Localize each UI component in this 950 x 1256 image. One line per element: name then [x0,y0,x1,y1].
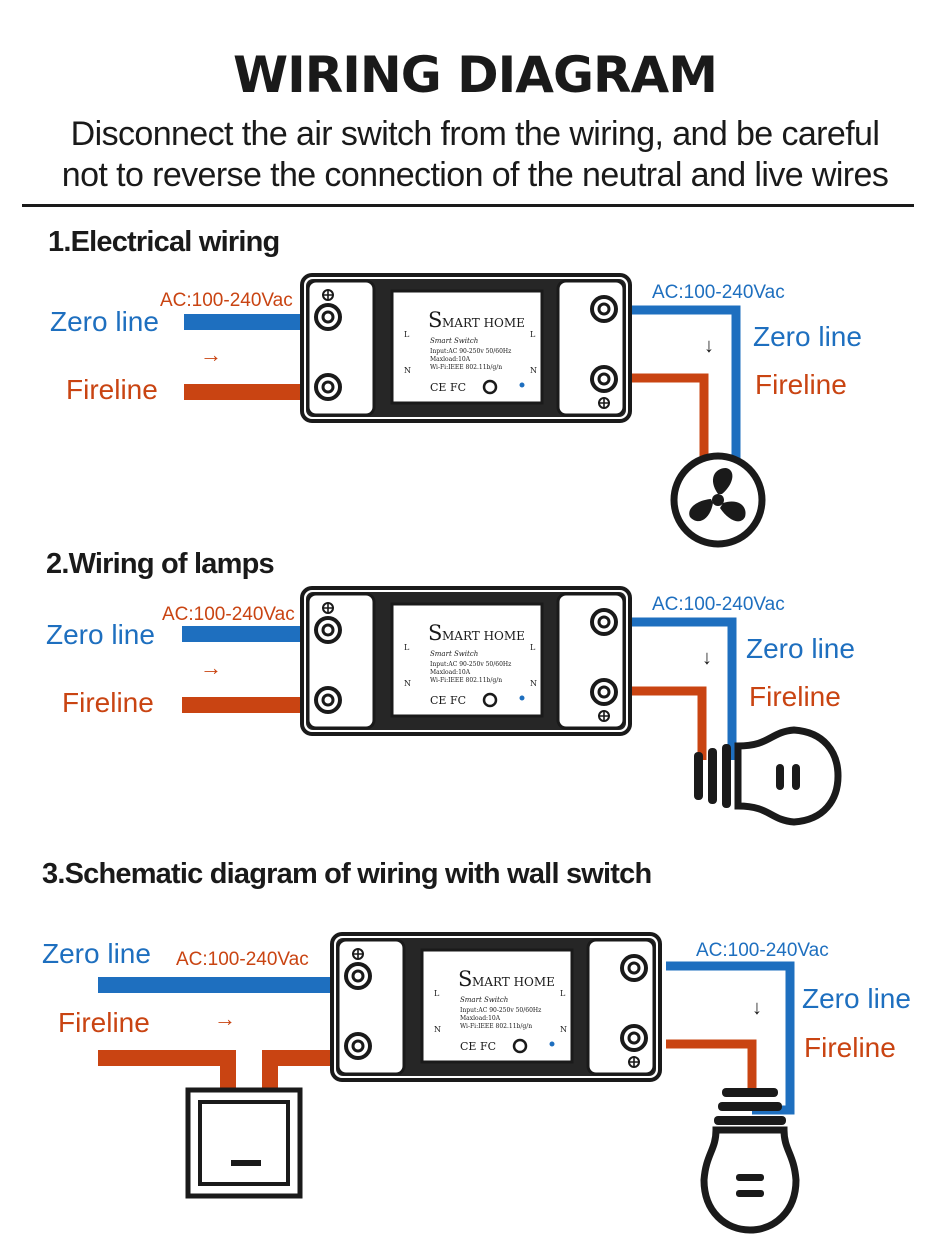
fire-line-switched-wire [262,1050,336,1094]
zero-line-in-wire [98,977,334,993]
pin-n-out: N [560,1025,567,1034]
brand-name: MART HOME [442,629,525,643]
section-2-diagram [182,586,842,826]
pin-n: N [434,1025,441,1034]
fireline-label: Fireline [62,687,154,718]
ac-range-label: AC:100-240Vac [162,604,295,625]
fan-icon [670,452,766,548]
cert-marks: CE FC [430,381,466,394]
device-plate-2: S MART HOME Smart Switch Input:AC 90-250… [404,621,537,708]
zero-line-label: Zero line [802,983,911,1014]
spec-wifi: Wi-Fi:IEEE 802.11b/g/n [430,364,502,371]
brand-initial: S [458,967,472,991]
ac-range-label: AC:100-240Vac [160,290,293,311]
fireline-label: Fireline [749,681,841,712]
model-name: Smart Switch [460,996,508,1004]
section-1-heading: 1.Electrical wiring [48,226,280,258]
cert-marks: CE FC [430,694,466,707]
arrow-down-icon: ↓ [704,335,714,357]
fireline-label: Fireline [755,369,847,400]
pin-l: L [404,643,410,652]
zero-line-out-wire [618,305,741,460]
pin-l: L [404,330,410,339]
brand-initial: S [428,308,442,332]
fire-line-in-wire [98,1050,236,1094]
zero-line-label: Zero line [46,619,155,650]
spec-input: Input:AC 90-250v 50/60Hz [430,348,511,355]
fire-line-in-wire [182,697,304,713]
ac-range-label: AC:100-240Vac [696,940,829,961]
zero-line-in-wire [182,626,304,642]
spec-maxload: Maxload:10A [460,1015,501,1022]
section-3-heading: 3.Schematic diagram of wiring with wall … [42,858,652,890]
pin-l-out: L [530,330,536,339]
brand-initial: S [428,621,442,645]
brand-name: MART HOME [472,975,555,989]
cert-marks: CE FC [460,1040,496,1053]
ac-range-label: AC:100-240Vac [652,594,785,615]
pin-l: L [434,989,440,998]
section-2-heading: 2.Wiring of lamps [46,548,275,580]
subtitle-line-1: Disconnect the air switch from the wirin… [70,115,880,153]
spec-wifi: Wi-Fi:IEEE 802.11b/g/n [430,677,502,684]
zero-line-label: Zero line [42,938,151,969]
zero-line-label: Zero line [50,306,159,337]
brand-name: MART HOME [442,316,525,330]
spec-input: Input:AC 90-250v 50/60Hz [460,1007,541,1014]
section-3-diagram [98,932,800,1234]
pin-l-out: L [560,989,566,998]
zero-line-out-wire [612,617,737,760]
device-plate-3: S MART HOME Smart Switch Input:AC 90-250… [434,967,567,1054]
arrow-right-icon: → [200,342,222,367]
pin-n: N [404,679,411,688]
arrow-right-icon: → [214,1006,236,1031]
spec-maxload: Maxload:10A [430,669,471,676]
subtitle-line-2: not to reverse the connection of the neu… [61,156,889,194]
fire-line-in-wire [184,384,304,400]
bulb-icon [700,1088,800,1234]
fireline-label: Fireline [58,1007,150,1038]
fireline-label: Fireline [804,1032,896,1063]
bulb-icon [694,726,842,826]
arrow-down-icon: ↓ [752,997,762,1019]
fireline-label: Fireline [66,374,158,405]
pin-n: N [404,366,411,375]
arrow-right-icon: → [200,655,222,680]
page-subtitle: Disconnect the air switch from the wirin… [0,114,950,196]
pin-n-out: N [530,366,537,375]
ac-range-label: AC:100-240Vac [652,282,785,303]
fire-line-out-wire [666,1039,757,1092]
spec-maxload: Maxload:10A [430,356,471,363]
device-plate-1: S MART HOME Smart Switch Input:AC 90-250… [404,308,537,395]
spec-wifi: Wi-Fi:IEEE 802.11b/g/n [460,1023,532,1030]
zero-line-label: Zero line [746,633,855,664]
ac-range-label: AC:100-240Vac [176,949,309,970]
model-name: Smart Switch [430,337,478,345]
spec-input: Input:AC 90-250v 50/60Hz [430,661,511,668]
fire-line-out-wire [618,373,709,460]
pin-l-out: L [530,643,536,652]
divider [22,204,914,207]
zero-line-label: Zero line [753,321,862,352]
wall-switch-icon [185,1087,303,1199]
zero-line-in-wire [184,314,304,330]
pin-n-out: N [530,679,537,688]
model-name: Smart Switch [430,650,478,658]
page-title: WIRING DIAGRAM [233,46,718,104]
arrow-down-icon: ↓ [702,647,712,669]
fire-line-out-wire [612,686,707,760]
section-1-diagram [184,273,766,548]
